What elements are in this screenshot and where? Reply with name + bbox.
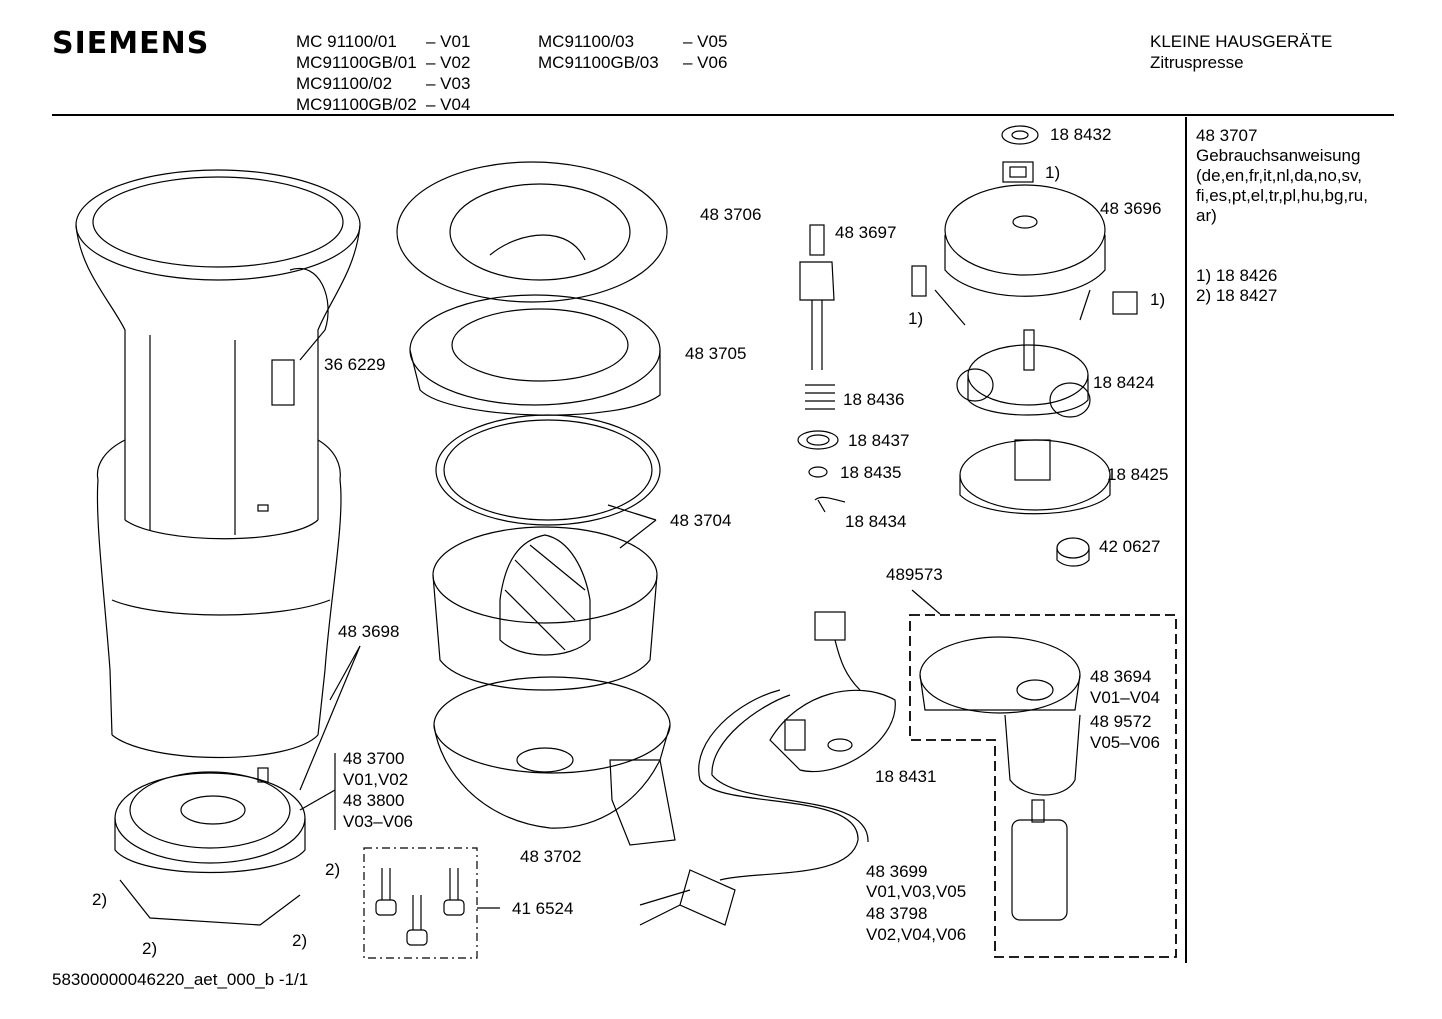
model-variant: – V05 bbox=[683, 32, 728, 51]
manual-line: ar) bbox=[1196, 206, 1217, 225]
part-label: 18 8435 bbox=[840, 463, 902, 482]
juice-bowl-drawing bbox=[433, 676, 676, 846]
part-label: 48 3798 bbox=[866, 904, 928, 923]
footnote-marker: 1) bbox=[1150, 290, 1166, 309]
product-name: Zitruspresse bbox=[1150, 53, 1244, 72]
leader-lines bbox=[299, 645, 361, 830]
model-list-col2: MC91100/03 – V05 MC91100GB/03 – V06 bbox=[538, 31, 727, 73]
part-label: 18 8431 bbox=[875, 767, 937, 786]
ring-gear-drawing bbox=[959, 439, 1111, 567]
product-info: KLEINE HAUSGERÄTE Zitruspresse bbox=[1150, 31, 1332, 73]
header-divider bbox=[52, 114, 1394, 116]
model-variant: – V04 bbox=[426, 95, 471, 114]
part-label: 48 3704 bbox=[670, 511, 732, 530]
model-code: MC 91100/01 bbox=[296, 32, 397, 51]
model-variant: – V06 bbox=[683, 53, 728, 72]
footnote: 1) 18 8426 bbox=[1196, 266, 1278, 285]
footnote-marker: 2) bbox=[325, 860, 341, 879]
part-label: 48 3696 bbox=[1100, 199, 1162, 218]
manual-line: (de,en,fr,it,nl,da,no,sv, bbox=[1196, 166, 1362, 185]
motor-box-drawing bbox=[909, 589, 1177, 958]
part-label: 48 3694 bbox=[1090, 667, 1152, 686]
part-label: 48 3700 bbox=[343, 749, 405, 768]
manual-number: 48 3707 bbox=[1196, 126, 1258, 145]
switch-board-drawing bbox=[769, 611, 896, 773]
lid-drawing bbox=[396, 161, 668, 303]
power-cord-drawing bbox=[639, 689, 869, 926]
part-label: 48 3699 bbox=[866, 862, 928, 881]
part-label: 48 3800 bbox=[343, 791, 405, 810]
brand-logo: SIEMENS bbox=[52, 26, 210, 61]
variant-label: V01,V02 bbox=[343, 770, 409, 789]
part-label: 489573 bbox=[886, 565, 943, 584]
model-variant: – V01 bbox=[426, 32, 471, 51]
document-id: 58300000046220_aet_000_b -1/1 bbox=[52, 970, 309, 989]
model-code: MC91100/03 bbox=[538, 32, 635, 51]
variant-label: V05–V06 bbox=[1090, 733, 1160, 752]
model-code: MC91100GB/02 bbox=[296, 95, 417, 114]
jug-drawing bbox=[75, 169, 361, 540]
cone-ring-drawing bbox=[409, 294, 661, 416]
part-label: 48 9572 bbox=[1090, 712, 1152, 731]
part-label: 18 8436 bbox=[843, 390, 905, 409]
part-label: 41 6524 bbox=[512, 899, 574, 918]
part-label: 18 8424 bbox=[1093, 373, 1155, 392]
model-code: MC91100/02 bbox=[296, 74, 393, 93]
seal-ring-drawing bbox=[435, 414, 661, 549]
model-list-col1: MC 91100/01 – V01 MC91100GB/01 – V02 MC911… bbox=[296, 31, 470, 115]
footnote-marker: 2) bbox=[92, 890, 108, 909]
part-label: 48 3705 bbox=[685, 344, 747, 363]
part-label: 18 8425 bbox=[1107, 465, 1169, 484]
manual-line: Gebrauchsanweisung bbox=[1196, 146, 1361, 165]
manual-line: fi,es,pt,el,tr,pl,hu,bg,ru, bbox=[1196, 186, 1368, 205]
part-label: 18 8434 bbox=[845, 512, 907, 531]
footnote-marker: 2) bbox=[142, 939, 158, 958]
side-divider bbox=[1185, 117, 1187, 963]
model-variant: – V02 bbox=[426, 53, 471, 72]
planet-gear-drawing bbox=[956, 329, 1091, 418]
base-cup-drawing bbox=[96, 439, 342, 759]
variant-label: V01–V04 bbox=[1090, 688, 1160, 707]
variant-label: V03–V06 bbox=[343, 812, 413, 831]
model-code: MC91100GB/01 bbox=[296, 53, 417, 72]
manual-note: 48 3707 Gebrauchsanweisung (de,en,fr,it,… bbox=[1196, 126, 1368, 226]
part-label: 42 0627 bbox=[1099, 537, 1161, 556]
model-variant: – V03 bbox=[426, 74, 471, 93]
footnote: 2) 18 8427 bbox=[1196, 286, 1278, 305]
screws-drawing bbox=[363, 847, 500, 959]
part-label: 48 3698 bbox=[338, 622, 400, 641]
part-label: 18 8437 bbox=[848, 431, 910, 450]
shaft-drawing bbox=[797, 224, 846, 513]
part-label: 36 6229 bbox=[324, 355, 386, 374]
footnote-list: 1) 18 8426 2) 18 8427 bbox=[1196, 266, 1277, 306]
model-code: MC91100GB/03 bbox=[538, 53, 659, 72]
part-label: 48 3706 bbox=[700, 205, 762, 224]
variant-label: V02,V04,V06 bbox=[866, 925, 967, 944]
footnote-marker: 1) bbox=[1045, 163, 1061, 182]
part-label: 18 8432 bbox=[1050, 125, 1112, 144]
bottom-ring-drawing bbox=[114, 767, 306, 926]
footnote-marker: 2) bbox=[292, 931, 308, 950]
variant-label: V01,V03,V05 bbox=[866, 882, 967, 901]
product-category: KLEINE HAUSGERÄTE bbox=[1150, 32, 1333, 51]
gear-housing-drawing bbox=[911, 125, 1138, 326]
part-label: 48 3697 bbox=[835, 223, 897, 242]
strainer-drawing bbox=[432, 526, 658, 691]
footnote-marker: 1) bbox=[908, 309, 924, 328]
part-label: 48 3702 bbox=[520, 847, 582, 866]
